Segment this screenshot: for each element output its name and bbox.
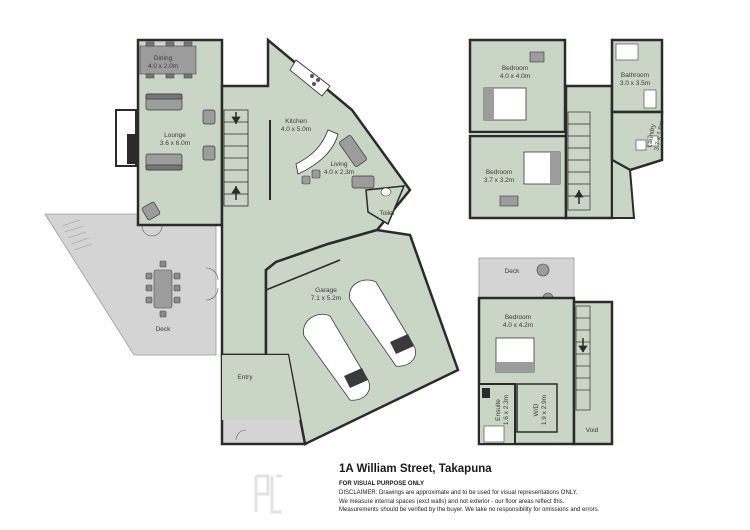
room-label: Bathroom (621, 72, 649, 79)
brand-logo-icon (254, 474, 282, 514)
outdoor-table-icon (145, 260, 181, 318)
room-label: Toilet (379, 210, 394, 217)
room-label: Deck (505, 268, 521, 275)
disclaimer-line: Measurements should be verified by the b… (339, 507, 600, 514)
void-area (572, 300, 614, 446)
room-label: Garage (315, 287, 337, 294)
room-label: Bedroom (502, 65, 528, 72)
disclaimer-line: We measure internal spaces (excl walls) … (339, 498, 565, 505)
room-label: Bedroom (486, 169, 512, 176)
room-dims: 1.6 x 2.3m (503, 395, 510, 425)
room-dims: 4.0 x 5.0m (281, 126, 311, 133)
disclaimer-text: DISCLAIMER: Drawings are approximate and… (339, 489, 599, 515)
disclaimer-line: DISCLAIMER: Drawings are approximate and… (339, 490, 578, 496)
room-dims: 7.1 x 5.2m (311, 295, 341, 302)
room-label: Deck (156, 326, 172, 333)
lower-floor (477, 257, 614, 446)
room-dims: 3.6 x 6.0m (160, 140, 190, 147)
deck-upper-area (478, 257, 575, 299)
wd-area (516, 383, 558, 433)
room-dims: 4.0 x 2.0m (148, 63, 178, 70)
room-dims: 3.0 x 3.5m (620, 80, 650, 87)
room-label: Laundry (646, 123, 657, 148)
property-address-title: 1A William Street, Takapuna (339, 463, 492, 475)
room-label: Dining (154, 55, 173, 62)
dining-table-icon (139, 41, 197, 79)
room-label: Entry (237, 374, 253, 381)
toilet-room (365, 185, 406, 226)
upper-floor (468, 38, 664, 220)
main-floor (44, 37, 460, 446)
upper-stairs (567, 111, 591, 211)
room-label: Ensuite (495, 399, 502, 421)
deck-steps (61, 219, 93, 251)
living-sofa-icon (339, 135, 375, 189)
room-label: Lounge (164, 132, 186, 139)
room-dims: 4.0 x 2.3m (324, 169, 354, 176)
lower-stairs (575, 305, 591, 411)
kitchen-island (295, 129, 339, 175)
main-stairs (223, 109, 249, 207)
sofa-icon (141, 93, 216, 221)
room-dims: 4.0 x 4.2m (503, 322, 533, 329)
room-label: Kitchen (285, 118, 307, 125)
room-dims: 3.7 x 3.2m (484, 177, 514, 184)
deck-main-area (44, 213, 217, 356)
room-label: Bedroom (505, 314, 531, 321)
room-label: Void (586, 427, 599, 434)
room-dims: 4.0 x 4.0m (500, 73, 530, 80)
room-dims: 1.9 x 2.9m (541, 395, 548, 425)
room-label: Living (331, 161, 348, 168)
upper-hall (564, 84, 614, 220)
visual-purpose-notice: FOR VISUAL PURPOSE ONLY (339, 481, 425, 487)
room-label: W/D (533, 403, 540, 416)
